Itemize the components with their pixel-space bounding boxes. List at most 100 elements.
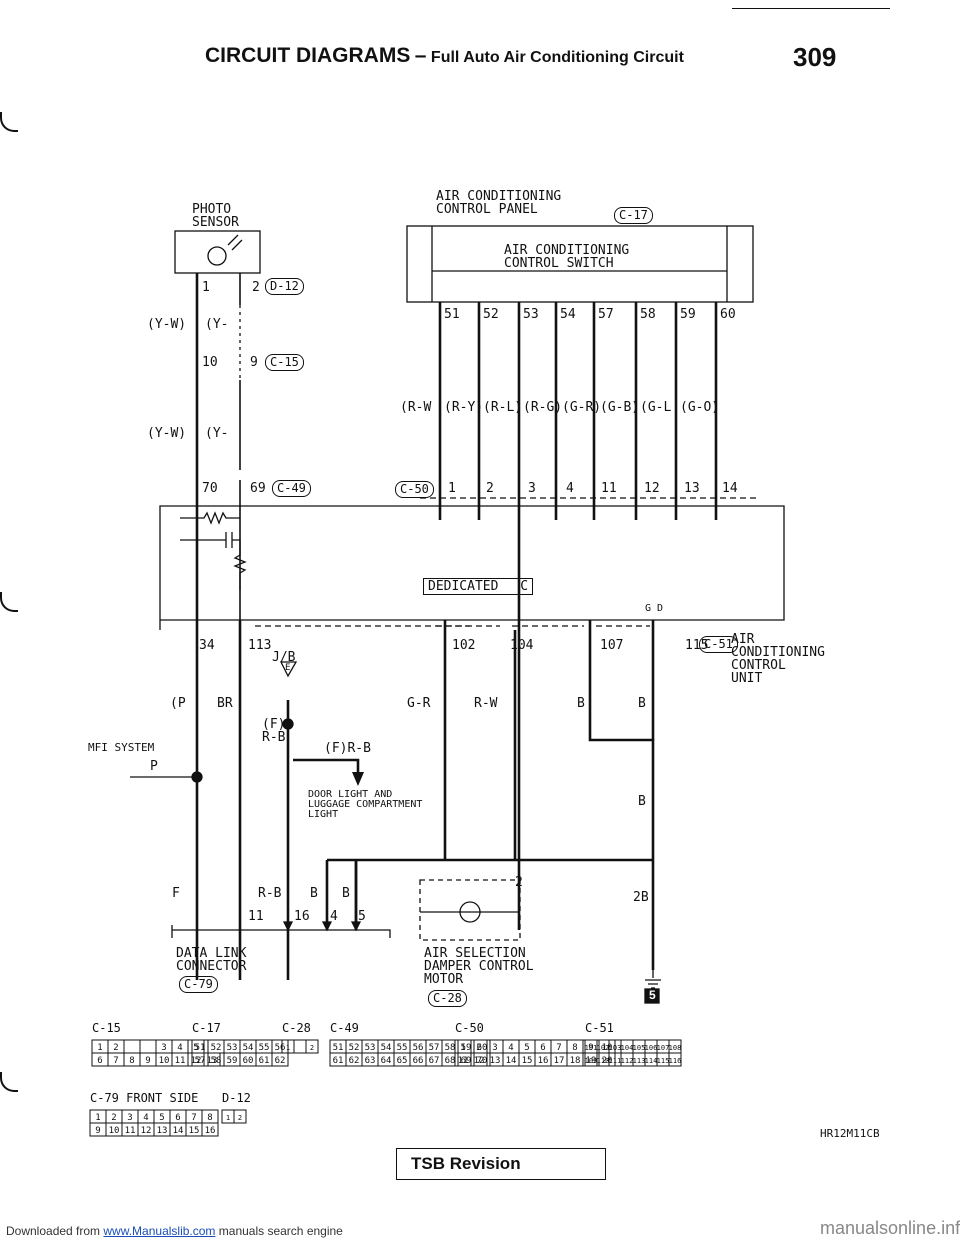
- connector-pin: 62: [275, 1056, 286, 1066]
- wire-yw-1: (Y-W): [147, 317, 187, 332]
- wire-p: (P: [170, 696, 186, 711]
- c50-pin: 11: [601, 481, 617, 496]
- connector-pin: 53: [365, 1043, 376, 1053]
- connector-pin: 12: [474, 1056, 485, 1066]
- data-link-label: DATA LINK CONNECTOR: [176, 946, 247, 974]
- connector-pin: 110: [597, 1057, 610, 1065]
- connector-pin: 2: [111, 1113, 116, 1123]
- c50-pin: 4: [566, 481, 574, 496]
- connector-pin: 108: [669, 1044, 682, 1052]
- connector-pin: 104: [621, 1044, 634, 1052]
- data-link-connector: [171, 925, 391, 938]
- connector-pin: 1: [95, 1113, 100, 1123]
- connector-pin: 12: [141, 1126, 152, 1136]
- connector-pin: 116: [669, 1057, 682, 1065]
- pin-c15-10: 10: [202, 355, 218, 370]
- connector-pin: 11: [458, 1056, 469, 1066]
- panel-pin: 58: [640, 307, 656, 322]
- control-unit-box: [159, 505, 785, 630]
- connector-pin: 60: [243, 1056, 254, 1066]
- panel-wire-color: (G-O): [680, 400, 720, 415]
- connector-pin: 16: [205, 1126, 216, 1136]
- connector-pin: 54: [243, 1043, 254, 1053]
- footer-link[interactable]: www.Manualslib.com: [103, 1224, 216, 1238]
- connector-pin: 102: [597, 1044, 610, 1052]
- acu-pin: 34: [199, 638, 215, 653]
- connector-pin: 2: [113, 1043, 118, 1053]
- connector-pin: 1: [286, 1044, 290, 1052]
- connector-pin: 69: [461, 1056, 472, 1066]
- connector-pin: 57: [429, 1043, 440, 1053]
- connector-pin: 62: [349, 1056, 360, 1066]
- connector-pin: 13: [207, 1056, 218, 1066]
- connector-pin: 1: [97, 1043, 102, 1053]
- panel-wire-color: (R-Y): [444, 400, 484, 415]
- panel-pin: 53: [523, 307, 539, 322]
- pin-c15-9: 9: [250, 355, 258, 370]
- binding-mark-bottom: [0, 1072, 18, 1092]
- wire-b-2: B: [638, 696, 646, 711]
- panel-wire-color: (G-R): [562, 400, 602, 415]
- acu-pin: 113: [248, 638, 272, 653]
- tsb-revision: TSB Revision: [396, 1148, 606, 1180]
- connector-pin: 3: [161, 1043, 166, 1053]
- pin-c49-70: 70: [202, 481, 218, 496]
- connector-pin: 56: [413, 1043, 424, 1053]
- connector-pin: 16: [538, 1056, 549, 1066]
- gd-label: G D: [645, 603, 664, 614]
- connector-pin: 55: [259, 1043, 270, 1053]
- connector-view-label: C-51: [585, 1021, 614, 1035]
- connector-pin: 7: [556, 1043, 561, 1053]
- wire-y-1: (Y-: [205, 317, 229, 332]
- wire-y-2: (Y-: [205, 426, 229, 441]
- connector-pin: 15: [189, 1126, 200, 1136]
- c50-pin: 3: [528, 481, 536, 496]
- wire-f-rb: (F) R-B: [262, 717, 286, 745]
- c50-pin: 12: [644, 481, 660, 496]
- connector-pin: 109: [585, 1057, 598, 1065]
- connector-pin: 60: [477, 1043, 488, 1053]
- page-number: 309: [793, 42, 837, 72]
- mfi-p-label: P: [150, 759, 158, 774]
- conn-c15: C-15: [265, 354, 304, 371]
- connector-pin: 111: [609, 1057, 622, 1065]
- connector-pin: 106: [645, 1044, 658, 1052]
- connector-pin: 19: [586, 1056, 597, 1066]
- panel-pin: 51: [444, 307, 460, 322]
- connector-pin: 7: [191, 1113, 196, 1123]
- connector-pin: 70: [477, 1056, 488, 1066]
- damper-connector-label: C-28: [428, 990, 467, 1007]
- connector-pin: 3: [127, 1113, 132, 1123]
- connector-pin: 114: [645, 1057, 658, 1065]
- connector-pin: 4: [177, 1043, 182, 1053]
- connector-cell: [293, 1039, 307, 1054]
- connector-pin: 5: [524, 1043, 529, 1053]
- connector-pin: 20: [602, 1056, 613, 1066]
- connector-pin: 13: [490, 1056, 501, 1066]
- connector-pin: 64: [381, 1056, 392, 1066]
- ac-switch-label: AIR CONDITIONING CONTROL SWITCH: [504, 243, 630, 271]
- connector-pin: 105: [633, 1044, 646, 1052]
- door-light-label: DOOR LIGHT AND LUGGAGE COMPARTMENT LIGHT: [308, 789, 423, 820]
- acu-pin: 104: [510, 638, 534, 653]
- connector-pin: 53: [227, 1043, 238, 1053]
- connector-pin: 10: [109, 1126, 120, 1136]
- ac-panel-connector: C-17: [614, 207, 653, 224]
- connector-cell: [201, 1122, 219, 1137]
- connector-pin: 8: [572, 1043, 577, 1053]
- drawing-code: HR12M11CB: [820, 1127, 880, 1140]
- connector-view-label: C-49: [330, 1021, 359, 1035]
- wire-rw: R-W: [474, 696, 498, 711]
- acu-connector: C-51: [699, 636, 738, 653]
- ground-number: 5: [649, 988, 656, 1002]
- footer-prefix: Downloaded from: [6, 1224, 104, 1238]
- connector-pin: 18: [570, 1056, 581, 1066]
- connector-view-label: C-17: [192, 1021, 221, 1035]
- connector-pin: 57: [195, 1056, 206, 1066]
- jb-label: J/B: [272, 650, 296, 665]
- connector-pin: 58: [445, 1043, 456, 1053]
- pin-ps1: 1: [202, 280, 210, 295]
- connector-pin: 9: [145, 1056, 150, 1066]
- connector-pin: 6: [540, 1043, 545, 1053]
